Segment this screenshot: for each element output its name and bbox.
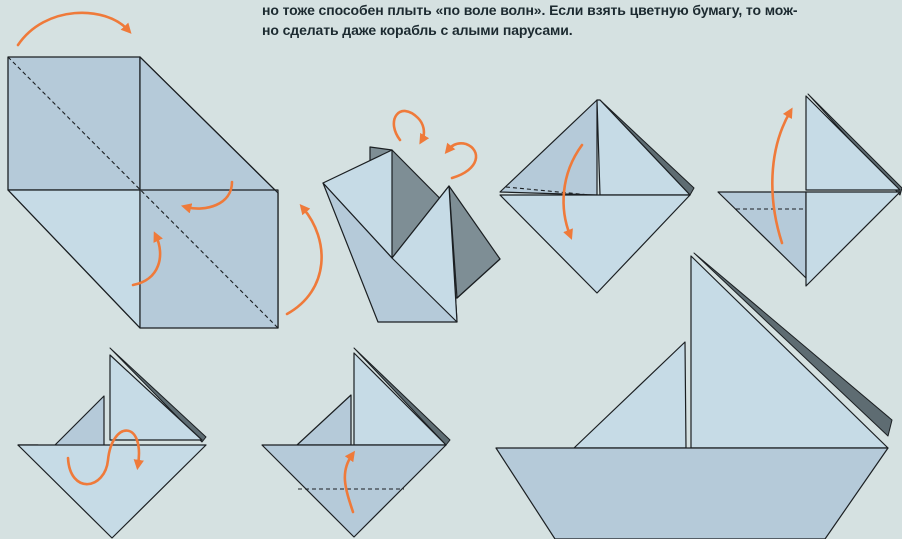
step-4-left-flap — [718, 192, 806, 278]
step-7-finished-boat — [496, 253, 892, 539]
boat-small-sail — [574, 342, 686, 448]
step-3-lower-triangle — [500, 195, 690, 293]
step-2-right-rotate-arrow — [448, 143, 476, 178]
step-1-folded-rectangle — [8, 13, 322, 328]
step-4-diamond — [718, 94, 902, 286]
step-6-left-sail — [297, 395, 351, 445]
step-6-right-sail — [354, 353, 446, 445]
step-6-shape — [262, 348, 450, 537]
step-4-top-right — [806, 96, 900, 190]
step-2-hat — [323, 111, 500, 322]
step-3-right-triangle — [597, 100, 690, 195]
step-5-hull — [18, 445, 206, 538]
boat-hull — [496, 448, 888, 539]
step-2-right-shadow — [449, 186, 500, 298]
step-3-left-triangle — [500, 100, 597, 195]
step-1-right-arrow — [287, 208, 322, 314]
step-2-left-rotate-arrow — [394, 111, 424, 140]
step-5-shape — [18, 348, 206, 538]
step-5-right-sail — [110, 355, 202, 440]
step-4-right-flap — [806, 192, 900, 286]
step-1-top-arrow — [18, 13, 128, 45]
step-3-diamond — [500, 100, 694, 293]
step-6-hull — [262, 445, 446, 537]
boat-large-sail — [691, 256, 888, 448]
